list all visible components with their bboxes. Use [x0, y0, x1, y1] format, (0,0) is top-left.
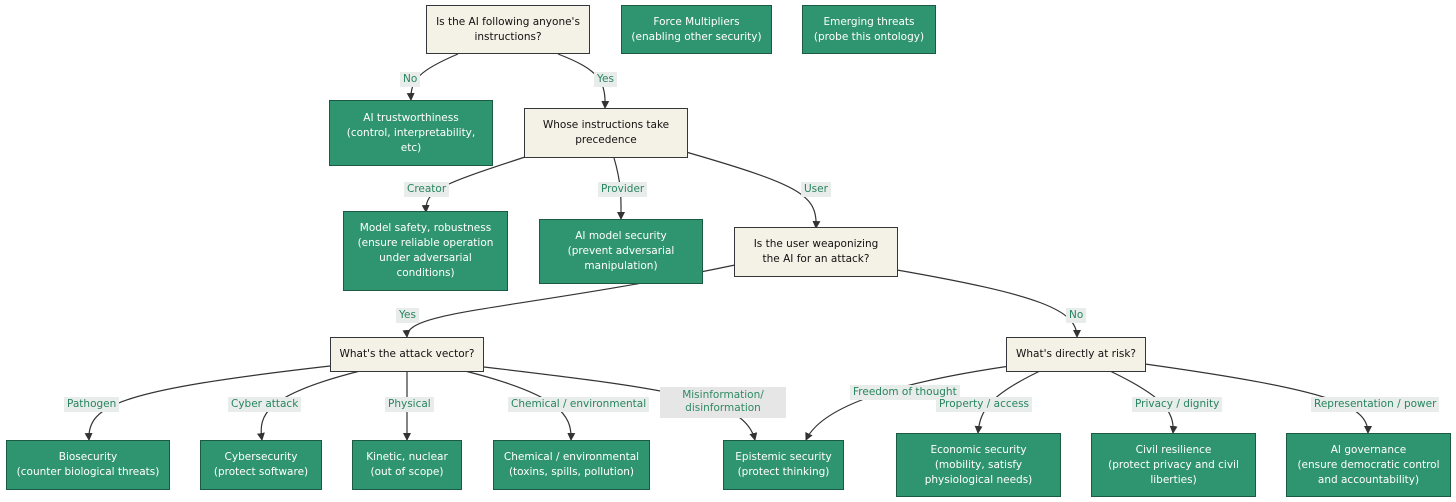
economic-security-node: Economic security (mobility, satisfy phy… [896, 433, 1061, 497]
force-multipliers-node: Force Multipliers (enabling other securi… [621, 5, 772, 54]
edge-label-yes: Yes [594, 72, 617, 87]
question-directly-at-risk: What's directly at risk? [1006, 337, 1146, 372]
edge-label-pathogen: Pathogen [64, 397, 120, 412]
kinetic-nuclear-node: Kinetic, nuclear (out of scope) [352, 440, 462, 490]
edge-label-user: User [801, 182, 831, 197]
edge-precedence-to-weaponizing [685, 151, 821, 229]
epistemic-security-node: Epistemic security (protect thinking) [723, 440, 844, 490]
edge-label-privacy-dignity: Privacy / dignity [1132, 397, 1223, 412]
edge-weaponizing-to-at-risk [896, 269, 1081, 338]
question-following-instructions: Is the AI following anyone's instruction… [426, 5, 590, 54]
edge-attack-to-biosecurity [84, 365, 331, 441]
edge-label-no: No [1066, 308, 1087, 323]
chemical-environmental-node: Chemical / environmental (toxins, spills… [493, 440, 650, 490]
question-instruction-precedence: Whose instructions take precedence [524, 108, 688, 158]
edge-label-provider: Provider [598, 182, 648, 197]
edge-label-yes: Yes [396, 308, 419, 323]
ai-governance-node: AI governance (ensure democratic control… [1286, 433, 1451, 497]
question-attack-vector: What's the attack vector? [330, 337, 484, 372]
edge-label-misinformation: Misinformation/ disinformation [660, 387, 786, 418]
ai-trustworthiness-node: AI trustworthiness (control, interpretab… [329, 100, 493, 166]
question-user-weaponizing: Is the user weaponizing the AI for an at… [734, 227, 898, 277]
edge-label-representation-power: Representation / power [1311, 397, 1440, 412]
cybersecurity-node: Cybersecurity (protect software) [200, 440, 322, 490]
edge-label-creator: Creator [404, 182, 450, 197]
edge-label-cyber-attack: Cyber attack [228, 397, 302, 412]
civil-resilience-node: Civil resilience (protect privacy and ci… [1091, 433, 1256, 497]
emerging-threats-node: Emerging threats (probe this ontology) [802, 5, 936, 54]
model-safety-node: Model safety, robustness (ensure reliabl… [343, 211, 508, 291]
edge-label-chemical-environmental: Chemical / environmental [508, 397, 650, 412]
edge-label-no: No [400, 72, 421, 87]
edge-label-property-access: Property / access [936, 397, 1033, 412]
edge-label-physical: Physical [385, 397, 434, 412]
edge-label-freedom-of-thought: Freedom of thought [850, 385, 960, 400]
ai-model-security-node: AI model security (prevent adversarial m… [539, 219, 703, 284]
biosecurity-node: Biosecurity (counter biological threats) [6, 440, 170, 490]
